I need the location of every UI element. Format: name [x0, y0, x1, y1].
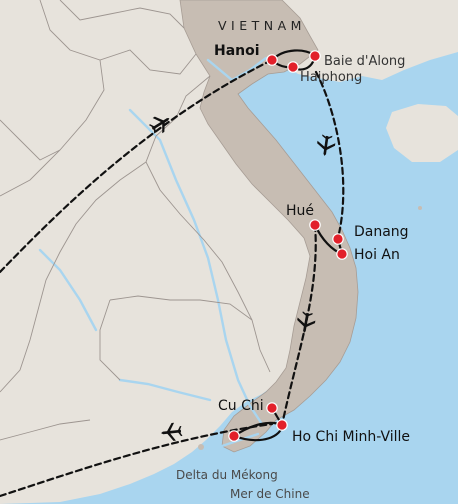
route-hanoi-danang	[314, 70, 345, 240]
label-sea: Mer de Chine	[230, 487, 310, 501]
plane-icon	[161, 422, 183, 441]
marker-along[interactable]	[309, 50, 321, 62]
marker-hue[interactable]	[309, 219, 321, 231]
vietnam-land	[179, 0, 359, 453]
marker-cuchi[interactable]	[266, 402, 278, 414]
label-haiphong[interactable]: Haiphong	[300, 70, 362, 85]
label-cuchi[interactable]: Cu Chi	[218, 398, 264, 414]
borders	[0, 0, 271, 441]
city-markers	[228, 50, 348, 442]
marker-delta[interactable]	[228, 430, 240, 442]
label-delta: Delta du Mékong	[176, 468, 278, 482]
neighbour-land	[0, 0, 320, 504]
label-hue[interactable]: Hué	[286, 203, 314, 219]
label-hanoi[interactable]: Hanoi	[214, 43, 260, 59]
marker-hoian[interactable]	[336, 248, 348, 260]
marker-hanoi[interactable]	[266, 54, 278, 66]
plane-icon	[317, 134, 336, 156]
rivers	[38, 56, 268, 448]
plane-icon	[297, 311, 316, 333]
label-along[interactable]: Baie d'Along	[324, 54, 405, 69]
label-hoian[interactable]: Hoi An	[354, 247, 400, 263]
island	[418, 206, 422, 210]
island	[198, 444, 204, 450]
route-international-north	[0, 58, 274, 274]
label-danang[interactable]: Danang	[354, 224, 409, 240]
route-international-south	[0, 422, 274, 498]
marker-haiphong[interactable]	[287, 61, 299, 73]
country-label: VIETNAM	[218, 18, 306, 33]
route-dashed	[0, 58, 345, 498]
marker-hcm[interactable]	[276, 419, 288, 431]
hainan-island	[386, 104, 458, 162]
plane-icon	[148, 116, 170, 134]
marker-danang[interactable]	[332, 233, 344, 245]
label-hcm[interactable]: Ho Chi Minh-Ville	[292, 429, 410, 445]
